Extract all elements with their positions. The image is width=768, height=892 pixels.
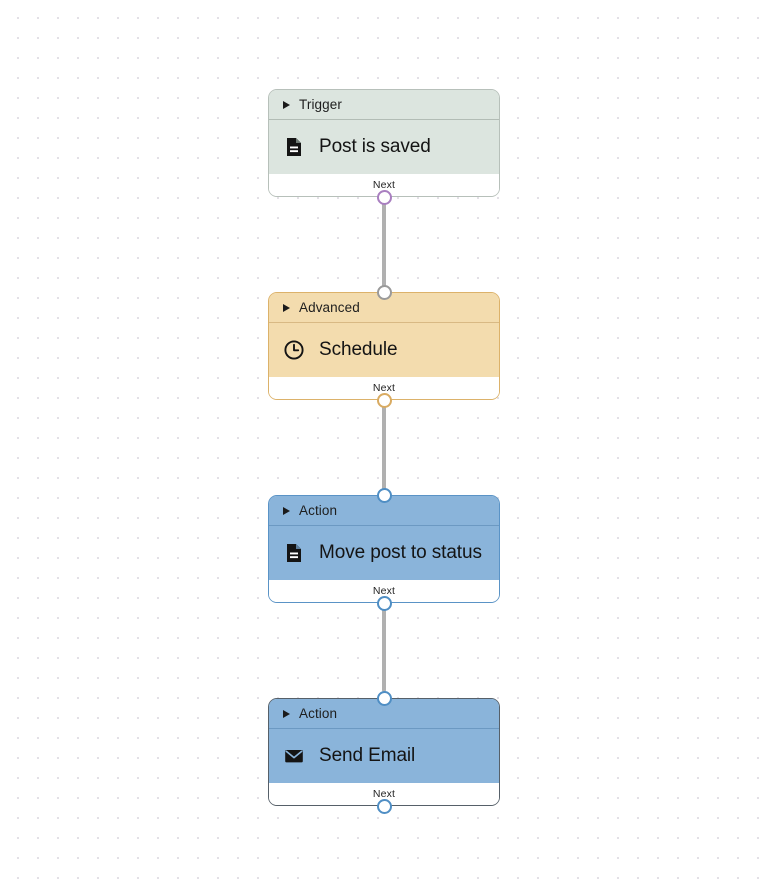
node-output-handle[interactable]	[376, 798, 392, 814]
node-footer[interactable]: Next	[269, 377, 499, 399]
node-slot: Trigger Post is saved	[268, 89, 500, 205]
workflow-node-action-send-email[interactable]: Action Send Email Next	[268, 690, 500, 814]
node-output-handle[interactable]	[376, 595, 392, 611]
node-output-handle[interactable]	[376, 392, 392, 408]
node-header[interactable]: Trigger	[269, 90, 499, 120]
workflow-node-advanced[interactable]: Advanced Schedule Next	[268, 284, 500, 408]
envelope-icon	[283, 745, 305, 767]
workflow-node-trigger[interactable]: Trigger Post is saved	[268, 89, 500, 205]
node-input-handle[interactable]	[376, 284, 392, 300]
document-icon	[283, 542, 305, 564]
node-inner: Action Send Email Next	[269, 699, 499, 805]
workflow-node-action-move-post[interactable]: Action Move post to status	[268, 487, 500, 611]
node-body[interactable]: Move post to status	[269, 526, 499, 580]
node-slot: Action Send Email Next	[268, 690, 500, 814]
node-input-handle[interactable]	[376, 487, 392, 503]
disclosure-triangle-icon[interactable]	[283, 100, 290, 109]
disclosure-triangle-icon[interactable]	[283, 709, 290, 718]
node-title-label: Move post to status	[319, 542, 482, 563]
next-label: Next	[372, 382, 396, 394]
workflow-edge	[382, 597, 386, 692]
node-category-label: Advanced	[299, 300, 360, 315]
node-slot: Action Move post to status	[268, 487, 500, 611]
next-label: Next	[372, 179, 396, 191]
node-input-handle[interactable]	[376, 690, 392, 706]
workflow-edge	[382, 396, 386, 491]
node-category-label: Trigger	[299, 97, 342, 112]
node-body[interactable]: Schedule	[269, 323, 499, 377]
node-footer[interactable]: Next	[269, 783, 499, 805]
next-label: Next	[372, 788, 396, 800]
workflow-flow: Trigger Post is saved	[268, 89, 500, 814]
node-footer[interactable]: Next	[269, 580, 499, 602]
node-title-label: Schedule	[319, 339, 398, 360]
node-body[interactable]: Send Email	[269, 729, 499, 783]
node-body[interactable]: Post is saved	[269, 120, 499, 174]
node-title-label: Post is saved	[319, 136, 431, 157]
node-inner: Trigger Post is saved	[269, 90, 499, 196]
node-inner: Advanced Schedule Next	[269, 293, 499, 399]
node-output-handle[interactable]	[376, 189, 392, 205]
node-category-label: Action	[299, 503, 338, 518]
node-inner: Action Move post to status	[269, 496, 499, 602]
node-footer[interactable]: Next	[269, 174, 499, 196]
node-title-label: Send Email	[319, 745, 416, 766]
disclosure-triangle-icon[interactable]	[283, 506, 290, 515]
next-label: Next	[372, 585, 396, 597]
workflow-edge	[382, 195, 386, 290]
disclosure-triangle-icon[interactable]	[283, 303, 290, 312]
document-icon	[283, 136, 305, 158]
node-category-label: Action	[299, 706, 338, 721]
clock-icon	[283, 339, 305, 361]
node-slot: Advanced Schedule Next	[268, 284, 500, 408]
